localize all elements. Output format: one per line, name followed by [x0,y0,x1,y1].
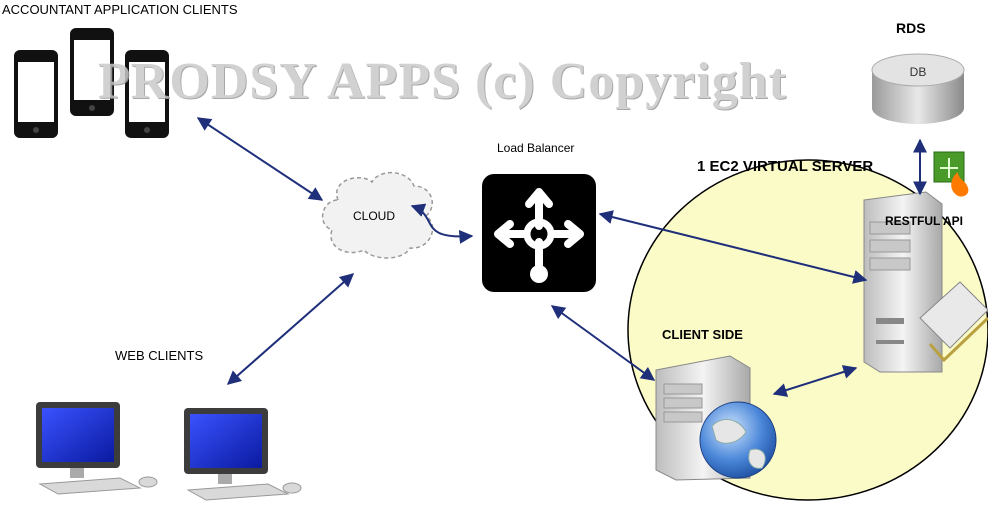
web-clients-label: WEB CLIENTS [115,348,204,363]
arrow-web-cloud [226,273,355,385]
restful-api-label: RESTFUL API [885,214,964,228]
desktop-computer-icon [36,402,158,495]
arrow-lb-client [550,305,656,381]
api-server-icon [863,191,988,373]
database-icon [871,53,965,124]
connectors [196,117,927,397]
db-label: DB [910,65,927,79]
ec2-label: 1 EC2 VIRTUAL SERVER [697,158,874,175]
accountant-clients-label: ACCOUNTANT APPLICATION CLIENTS [2,2,238,17]
firewall-icon [933,151,969,197]
arrow-phones-cloud [196,117,324,201]
phone-icon [125,50,169,138]
arrow-lb-api [598,210,868,284]
phone-icon [14,50,58,138]
load-balancer-label: Load Balancer [497,141,575,155]
phone-icon [70,28,114,116]
desktop-computer-icon [184,408,302,501]
rds-label: RDS [896,20,926,36]
globe-icon [699,401,777,479]
load-balancer-icon [482,174,596,292]
arrow-client-api [772,365,858,397]
copyright-watermark: PRODSY APPS (c) Copyright [98,53,787,110]
arrow-cloud-lb [410,203,474,244]
client-side-label: CLIENT SIDE [662,327,743,342]
cloud-label: CLOUD [353,209,396,223]
